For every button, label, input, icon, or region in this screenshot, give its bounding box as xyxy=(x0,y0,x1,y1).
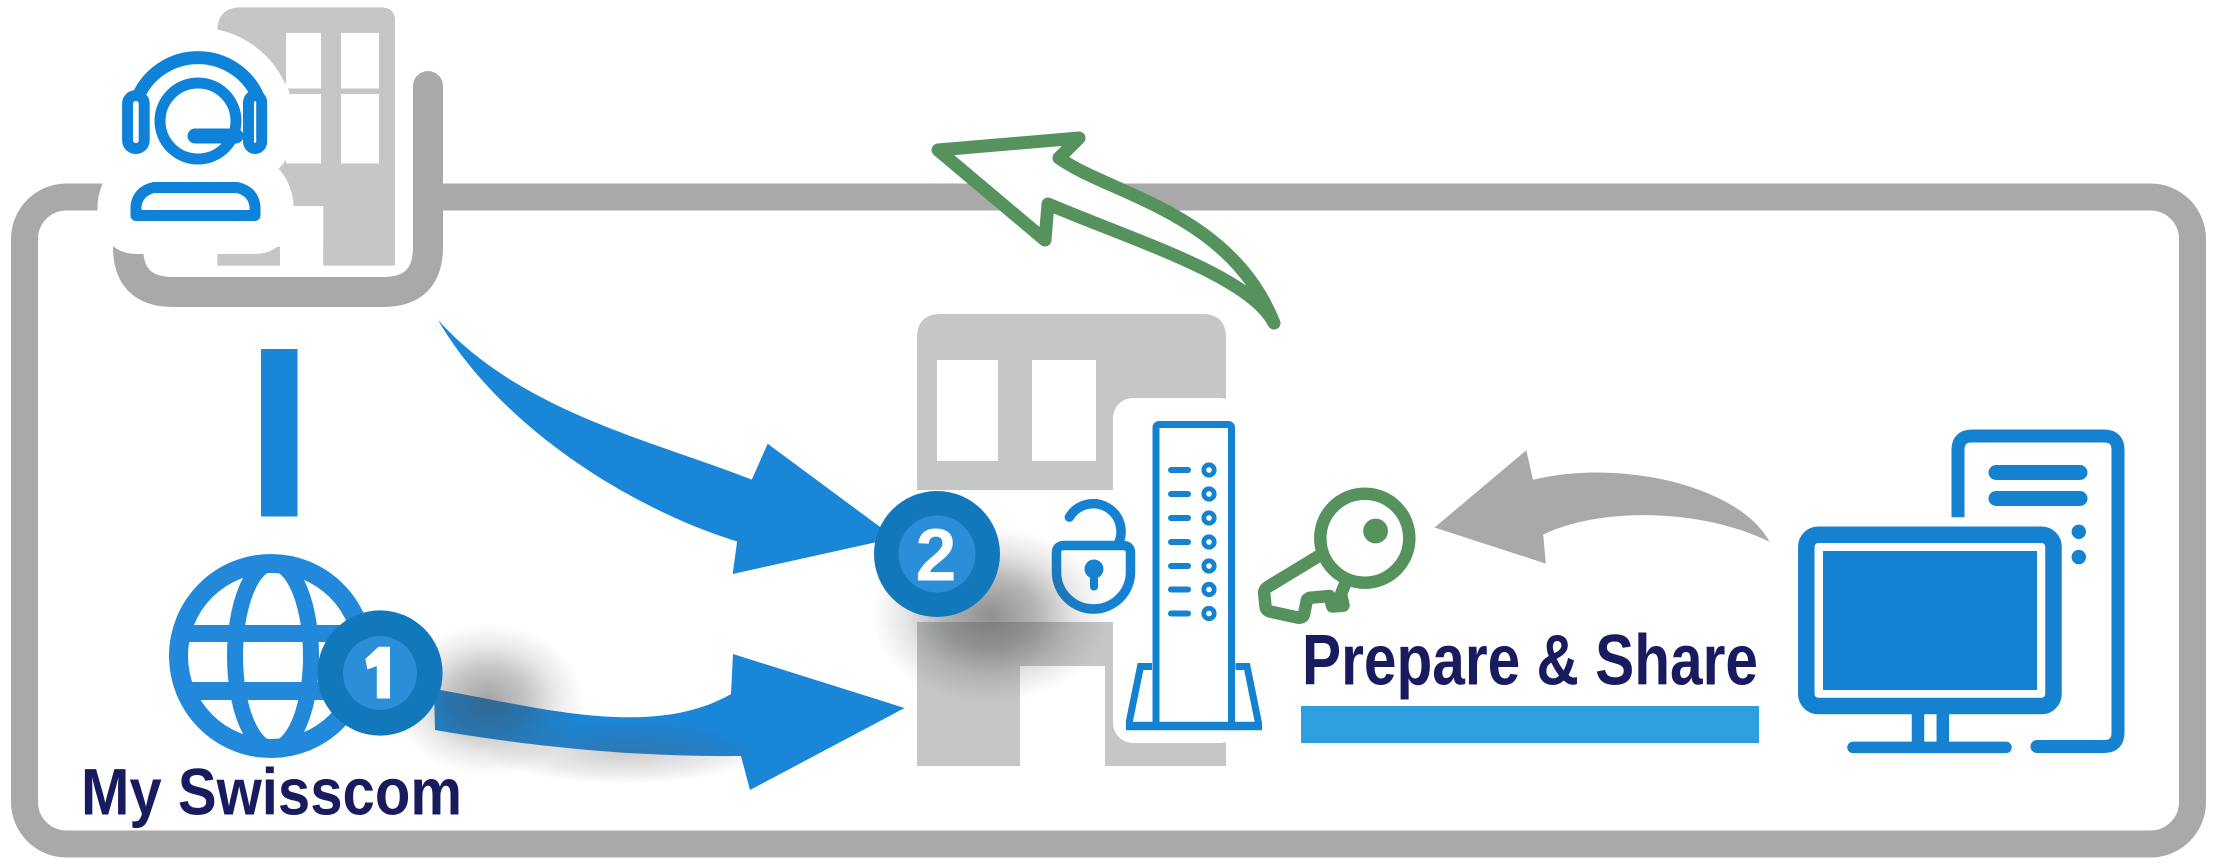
svg-text:Prepare & Share: Prepare & Share xyxy=(1302,622,1758,701)
svg-text:2: 2 xyxy=(915,514,956,597)
svg-text:My Swisscom: My Swisscom xyxy=(81,755,462,829)
